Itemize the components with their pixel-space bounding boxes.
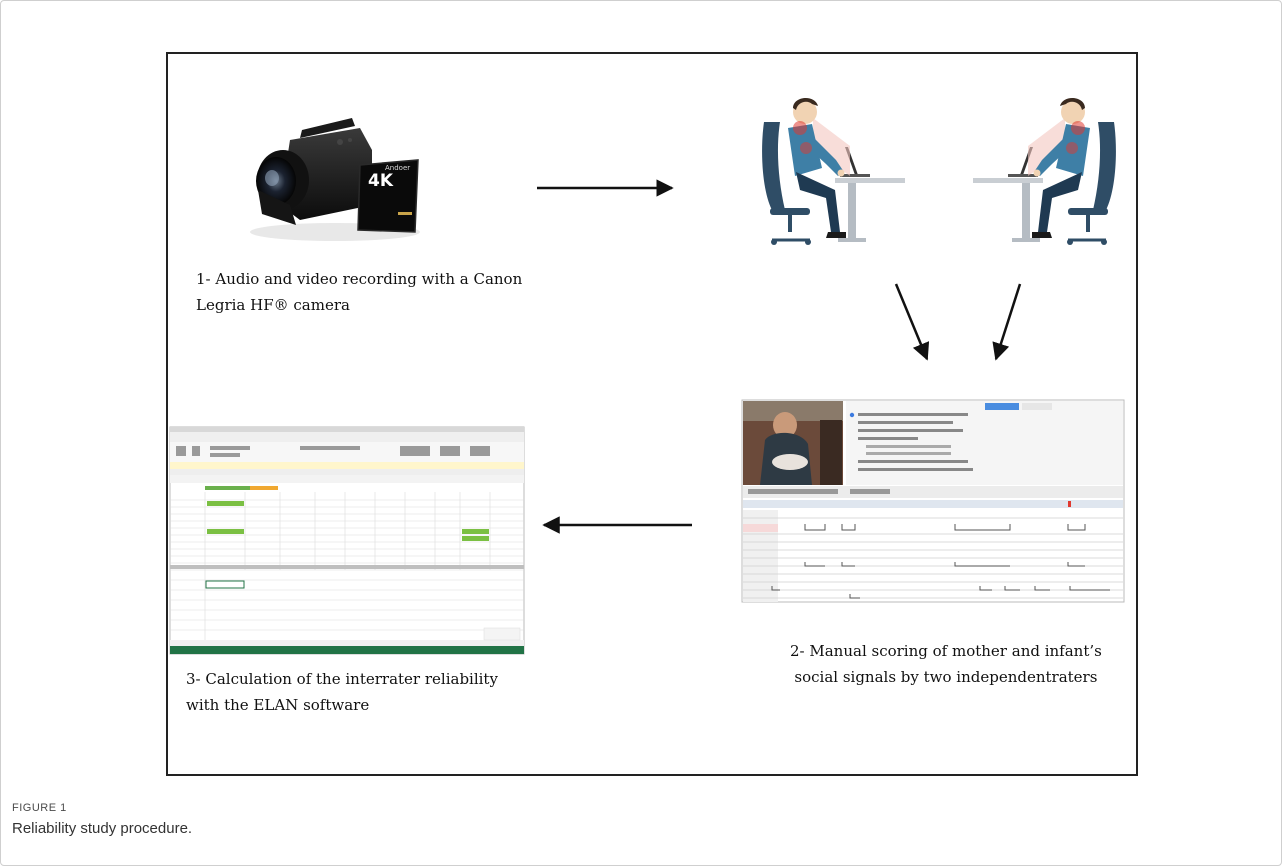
camera-4k-badge: 4K (368, 171, 394, 191)
arrow-coder1-to-software (894, 283, 930, 361)
video-camera-icon: 4K Andoer (250, 118, 420, 241)
step-reliability-label: 3- Calculation of the interrater reliabi… (186, 666, 498, 718)
camera-brand-label: Andoer (385, 164, 410, 172)
step-reliability-line1: 3- Calculation of the interrater reliabi… (186, 670, 498, 688)
annotation-software-screenshot (741, 399, 1125, 603)
coder-at-desk-icon (973, 97, 1116, 245)
step-recording-line2: Legria HF® camera (196, 296, 350, 314)
spreadsheet-screenshot (169, 426, 525, 655)
step-recording-label: 1- Audio and video recording with a Cano… (196, 266, 522, 318)
step-scoring-line2: social signals by two independentraters (794, 668, 1098, 686)
figure-number: FIGURE 1 (12, 802, 67, 814)
step-scoring-label: 2- Manual scoring of mother and infant’s… (790, 638, 1102, 690)
step-reliability-line2: with the ELAN software (186, 696, 370, 714)
coder-at-desk-icon (762, 97, 905, 245)
figure-caption: Reliability study procedure. (12, 820, 193, 837)
step-recording-line1: 1- Audio and video recording with a Cano… (196, 270, 523, 288)
step-scoring-line1: 2- Manual scoring of mother and infant’s (790, 642, 1102, 660)
arrow-coder2-to-software (992, 283, 1022, 361)
